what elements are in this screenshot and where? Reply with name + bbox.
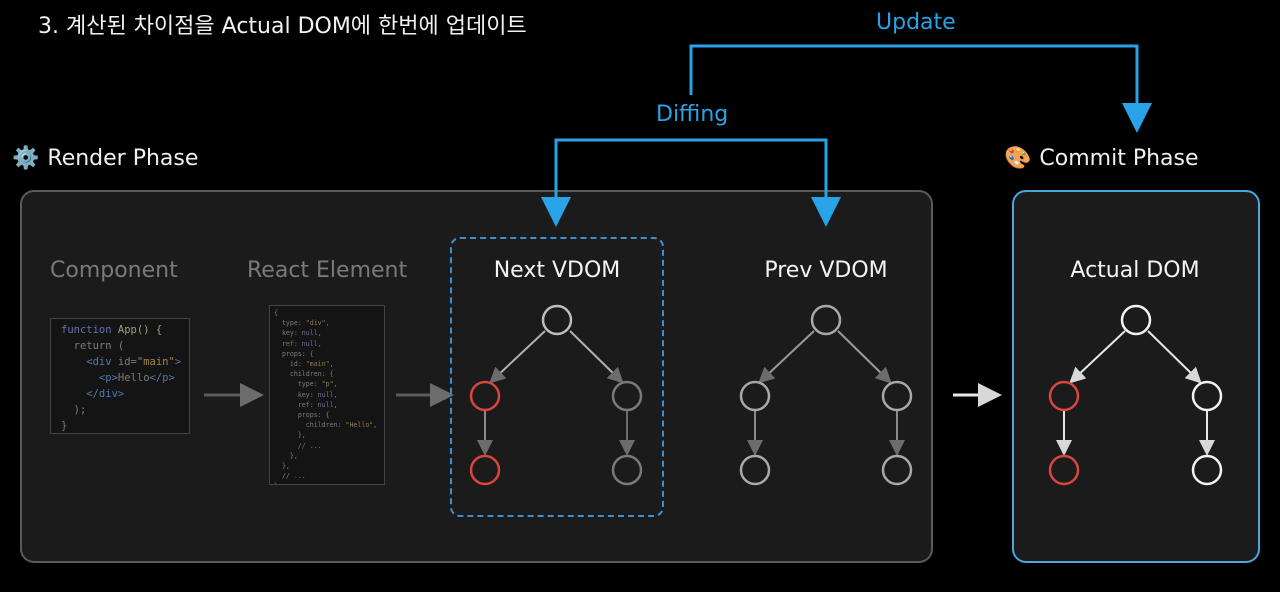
react-element-label: React Element	[247, 258, 408, 283]
actual-dom-label: Actual DOM	[1070, 258, 1200, 283]
prev-right-child-node	[881, 454, 913, 486]
actual-right-node	[1191, 380, 1223, 412]
next-vdom-label: Next VDOM	[493, 258, 621, 283]
component-label: Component	[50, 258, 178, 283]
next-root-node	[541, 304, 573, 336]
actual-right-child-node	[1191, 454, 1223, 486]
commit-phase-box	[1012, 190, 1260, 563]
gear-icon: ⚙️	[12, 146, 40, 171]
next-right-node	[611, 380, 643, 412]
next-left-node	[469, 380, 501, 412]
commit-phase-label: Commit Phase	[1039, 146, 1199, 171]
component-code-snippet: function App() { return ( <div id="main"…	[50, 318, 190, 434]
actual-left-child-node	[1048, 454, 1080, 486]
commit-phase-title: 🎨 Commit Phase	[1004, 146, 1199, 171]
next-right-child-node	[611, 454, 643, 486]
react-element-code-snippet: { type: "div", key: null, ref: null, pro…	[269, 305, 385, 485]
next-vdom-highlight-box	[450, 237, 664, 517]
actual-root-node	[1120, 304, 1152, 336]
palette-icon: 🎨	[1004, 146, 1032, 171]
prev-root-node	[810, 304, 842, 336]
diffing-label: Diffing	[656, 102, 729, 127]
update-label: Update	[876, 10, 956, 35]
prev-vdom-tree	[739, 304, 913, 486]
actual-dom-tree	[1048, 304, 1223, 486]
next-vdom-tree	[469, 304, 643, 486]
page-title: 3. 계산된 차이점을 Actual DOM에 한번에 업데이트	[38, 14, 527, 39]
diffing-arrow	[541, 138, 841, 227]
update-arrow	[689, 44, 1152, 133]
prev-left-node	[739, 380, 771, 412]
prev-vdom-label: Prev VDOM	[764, 258, 888, 283]
render-phase-title: ⚙️ Render Phase	[12, 146, 198, 171]
prev-left-child-node	[739, 454, 771, 486]
actual-left-node	[1048, 380, 1080, 412]
render-phase-label: Render Phase	[47, 146, 199, 171]
next-left-child-node	[469, 454, 501, 486]
prev-right-node	[881, 380, 913, 412]
